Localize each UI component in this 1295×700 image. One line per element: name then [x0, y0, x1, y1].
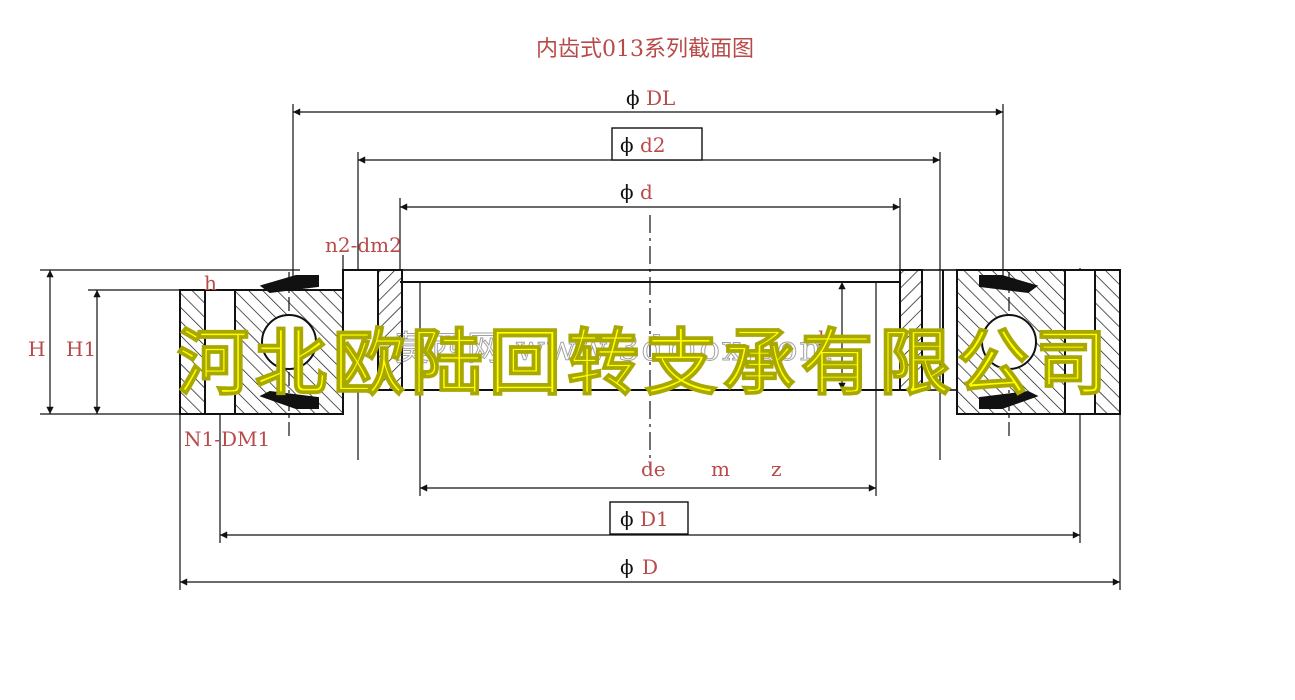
D1-phi-symbol: ϕ	[620, 507, 634, 531]
h-left-label: h	[204, 271, 217, 295]
dimension-labels: ϕ DL ϕ d2 ϕ d n2-dm2 h h H H1 N1-DM1 de …	[28, 86, 831, 579]
de-label: de	[641, 457, 666, 481]
dl-label: DL	[646, 86, 675, 110]
ball-left	[261, 314, 317, 370]
watermark-site: 莫西网 www.3dmox.com	[395, 329, 834, 369]
seal-left-top	[259, 275, 319, 294]
d2-label: d2	[640, 133, 666, 157]
H-label: H	[28, 337, 45, 361]
d1-label-box	[609, 501, 689, 535]
D-label: D	[642, 555, 658, 579]
diagram-title: 内齿式013系列截面图	[536, 37, 754, 62]
m-label: m	[711, 457, 730, 481]
seal-left-bottom	[259, 390, 319, 409]
inner-ring-right-hatch	[899, 269, 923, 391]
d-phi-symbol: ϕ	[620, 180, 634, 204]
n1-dm1-label: N1-DM1	[184, 427, 270, 451]
D1-label: D1	[640, 507, 669, 531]
dl-phi-symbol: ϕ	[626, 86, 640, 110]
h-right-label: h	[818, 326, 831, 350]
bearing-cross-section	[179, 269, 1121, 415]
watermark-company: 河北欧陆回转支承有限公司	[177, 321, 1113, 405]
d2-label-box	[611, 127, 703, 161]
d2-phi-symbol: ϕ	[620, 133, 634, 157]
n2-dm2-label: n2-dm2	[325, 233, 402, 257]
d-label: d	[640, 180, 653, 204]
ball-right	[981, 314, 1037, 370]
D-phi-symbol: ϕ	[620, 555, 634, 579]
H1-label: H1	[66, 337, 96, 361]
seal-right-bottom	[979, 390, 1039, 409]
seal-right-top	[979, 275, 1039, 294]
z-label: z	[771, 457, 782, 481]
dimension-lines	[40, 104, 1121, 590]
